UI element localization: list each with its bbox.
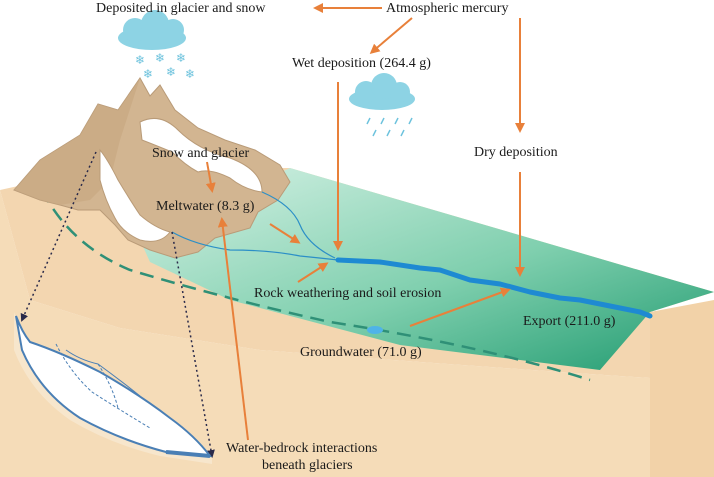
arrow-melt-to-river bbox=[269, 223, 301, 244]
svg-text:❄: ❄ bbox=[155, 51, 165, 65]
glacier-patch-lower bbox=[99, 148, 171, 242]
raindrop-icon bbox=[366, 117, 413, 137]
label-water-bedrock-2: beneath glaciers bbox=[262, 458, 353, 473]
arrow-rock-to-river bbox=[297, 262, 329, 283]
stream-1 bbox=[261, 191, 336, 259]
land-front-face bbox=[0, 190, 650, 477]
glacier-cross-section bbox=[14, 312, 213, 464]
flow-arrows bbox=[205, 3, 525, 441]
label-water-bedrock-1: Water-bedrock interactions bbox=[226, 441, 378, 456]
arrow-bedrock-to-melt bbox=[217, 217, 249, 441]
svg-text:❄: ❄ bbox=[135, 53, 145, 67]
cloud-icon bbox=[118, 10, 186, 50]
label-groundwater: Groundwater (71.0 g) bbox=[300, 345, 422, 360]
label-export: Export (211.0 g) bbox=[523, 314, 616, 329]
svg-text:❄: ❄ bbox=[185, 67, 195, 81]
label-snow-glacier: Snow and glacier bbox=[152, 146, 250, 161]
groundwater-line bbox=[40, 189, 591, 382]
stream-2 bbox=[171, 231, 339, 261]
arrow-snow-to-melt bbox=[205, 161, 216, 193]
svg-text:❄: ❄ bbox=[176, 51, 186, 65]
label-deposited: Deposited in glacier and snow bbox=[96, 1, 266, 16]
label-meltwater: Meltwater (8.3 g) bbox=[156, 199, 255, 214]
snowflake-icon: ❄ ❄ ❄ ❄ ❄ ❄ bbox=[135, 51, 195, 81]
groundwater-spot bbox=[367, 326, 383, 334]
arrow-atmos-to-wet bbox=[369, 17, 413, 54]
label-wet-deposition: Wet deposition (264.4 g) bbox=[292, 56, 431, 71]
land-right-face bbox=[650, 300, 714, 477]
label-atmospheric: Atmospheric mercury bbox=[386, 1, 509, 16]
label-rock-weathering: Rock weathering and soil erosion bbox=[254, 286, 442, 301]
svg-text:❄: ❄ bbox=[143, 67, 153, 81]
svg-text:❄: ❄ bbox=[166, 65, 176, 79]
arrow-ground-to-river bbox=[409, 287, 511, 327]
cloud-icon bbox=[349, 73, 415, 110]
label-dry-deposition: Dry deposition bbox=[474, 145, 558, 160]
main-river bbox=[335, 257, 653, 319]
glacier-patch-upper bbox=[139, 117, 263, 193]
dotted-arrow-icon bbox=[20, 151, 215, 458]
